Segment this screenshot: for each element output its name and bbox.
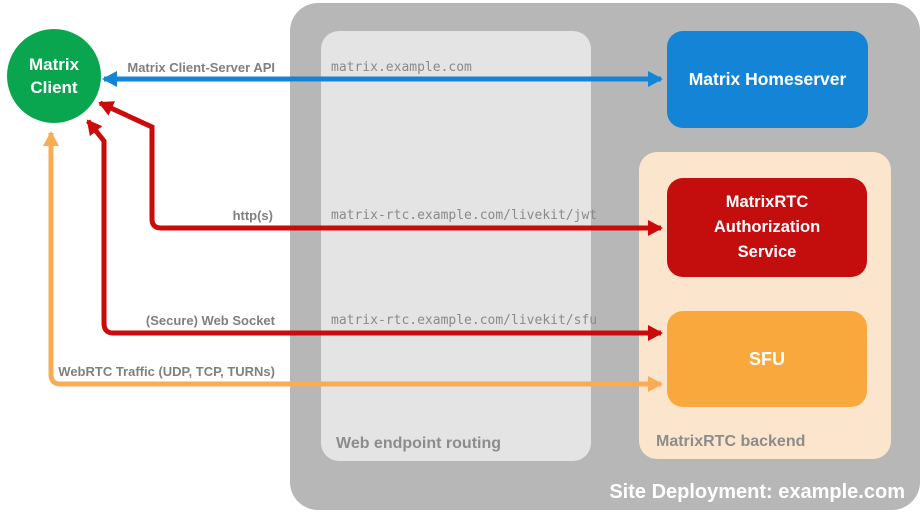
- route-matrix-example-com: matrix.example.com: [331, 60, 472, 75]
- webrtc-traffic-edge-label: WebRTC Traffic (UDP, TCP, TURNs): [58, 364, 275, 379]
- sfu-node: SFU: [667, 311, 867, 407]
- sfu-label: SFU: [749, 348, 785, 369]
- routing-panel-label: Web endpoint routing: [336, 435, 502, 452]
- matrix-client-node: Matrix Client: [7, 29, 101, 123]
- authorization-service-label: MatrixRTC Authorization Service: [713, 193, 821, 261]
- matrix-homeserver-node: Matrix Homeserver: [667, 31, 868, 128]
- matrix-client-label: Matrix Client: [28, 55, 80, 97]
- route-livekit-jwt: matrix-rtc.example.com/livekit/jwt: [331, 208, 598, 223]
- websocket-edge-label: (Secure) Web Socket: [145, 313, 275, 328]
- matrix-homeserver-label: Matrix Homeserver: [688, 69, 847, 89]
- route-livekit-sfu: matrix-rtc.example.com/livekit/sfu: [331, 313, 598, 328]
- site-deployment-label: Site Deployment: example.com: [609, 481, 905, 503]
- backend-group-label: MatrixRTC backend: [656, 433, 806, 450]
- matrixrtc-authorization-service-node: MatrixRTC Authorization Service: [667, 178, 867, 277]
- https-edge-label: http(s): [232, 208, 273, 223]
- web-endpoint-routing-panel: Web endpoint routing: [321, 31, 591, 461]
- client-server-api-edge-label: Matrix Client-Server API: [127, 60, 275, 75]
